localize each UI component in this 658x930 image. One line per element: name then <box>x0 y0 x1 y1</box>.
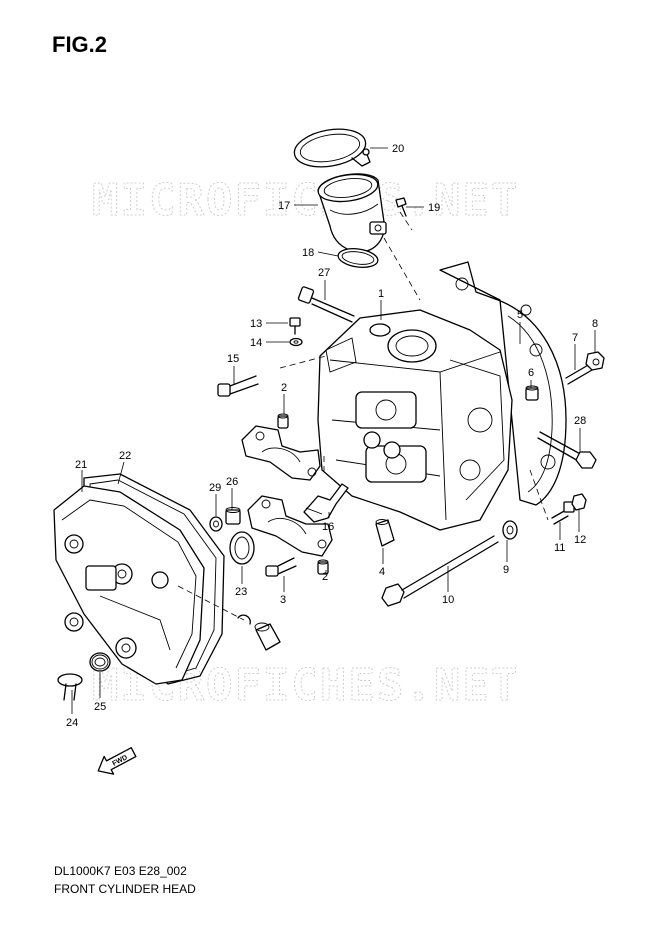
part-cap <box>254 622 281 651</box>
part-hose-clamp <box>293 128 371 168</box>
part-washer-12 <box>571 493 587 511</box>
callout-23: 23 <box>235 586 247 598</box>
callout-8: 8 <box>592 318 598 330</box>
part-dowel-6 <box>525 385 539 401</box>
callout-15: 15 <box>227 353 239 365</box>
part-grommet-25 <box>89 652 111 672</box>
callout-22: 22 <box>119 450 131 462</box>
callout-27: 27 <box>318 267 330 279</box>
callout-20: 20 <box>392 143 404 155</box>
part-nut-8 <box>585 351 605 371</box>
callout-11: 11 <box>554 542 565 554</box>
figure-title: FIG.2 <box>52 32 108 57</box>
part-o-ring <box>337 248 379 268</box>
part-seal-23 <box>229 531 255 565</box>
fwd-arrow-icon: FWD <box>97 747 137 775</box>
part-intake-pipe <box>317 173 387 253</box>
part-collar-26 <box>225 507 241 525</box>
callout-9: 9 <box>503 564 509 576</box>
callout-29: 29 <box>209 482 221 494</box>
part-cylinder-head <box>317 309 513 531</box>
callout-3: 3 <box>280 594 286 606</box>
part-dowel-2-lower <box>317 559 329 575</box>
callout-13: 13 <box>250 318 262 330</box>
part-bolt-10 <box>381 535 499 607</box>
part-washer-29 <box>209 516 223 532</box>
part-bolt-3 <box>265 557 297 577</box>
callout-4: 4 <box>379 566 385 578</box>
figure-caption: FRONT CYLINDER HEAD <box>54 882 196 896</box>
part-head-gasket <box>439 261 567 506</box>
callout-19: 19 <box>428 202 440 214</box>
part-washer-9 <box>502 520 518 540</box>
callout-18: 18 <box>302 247 314 259</box>
part-washer-14 <box>289 337 303 347</box>
callout-12: 12 <box>574 534 586 546</box>
callout-2-upper: 2 <box>281 382 287 394</box>
callout-24: 24 <box>66 717 78 729</box>
callout-16: 16 <box>322 521 334 533</box>
callout-28: 28 <box>574 415 586 427</box>
part-screw-19 <box>395 197 407 217</box>
part-bolt-15 <box>217 375 259 397</box>
callout-10: 10 <box>442 594 454 606</box>
part-spark-plug <box>303 483 349 523</box>
figure-code: DL1000K7 E03 E28_002 <box>54 864 187 878</box>
part-dowel-2-upper <box>277 413 289 429</box>
part-bolt-7 <box>565 363 593 385</box>
part-bolt-13 <box>289 317 301 335</box>
callout-26: 26 <box>226 476 238 488</box>
callout-17: 17 <box>278 200 290 212</box>
callout-6: 6 <box>528 367 534 379</box>
callout-14: 14 <box>250 337 262 349</box>
callout-7: 7 <box>572 332 578 344</box>
callout-2-lower: 2 <box>322 571 328 583</box>
part-camshaft-holder-lower <box>247 495 333 557</box>
callout-25: 25 <box>94 701 106 713</box>
callout-1: 1 <box>378 288 384 300</box>
part-bolt-28 <box>537 431 597 469</box>
part-bolt-27 <box>297 286 355 323</box>
part-bolt-11 <box>551 501 575 525</box>
watermark-top: MICROFICHES.NET <box>92 175 519 226</box>
part-head-cover <box>53 485 205 685</box>
part-camshaft-holder-upper <box>241 425 321 481</box>
callout-5: 5 <box>517 309 523 321</box>
part-bolt-24 <box>57 673 83 701</box>
part-clip <box>237 614 251 625</box>
callout-21: 21 <box>75 459 87 471</box>
part-sleeve-4 <box>375 519 395 547</box>
